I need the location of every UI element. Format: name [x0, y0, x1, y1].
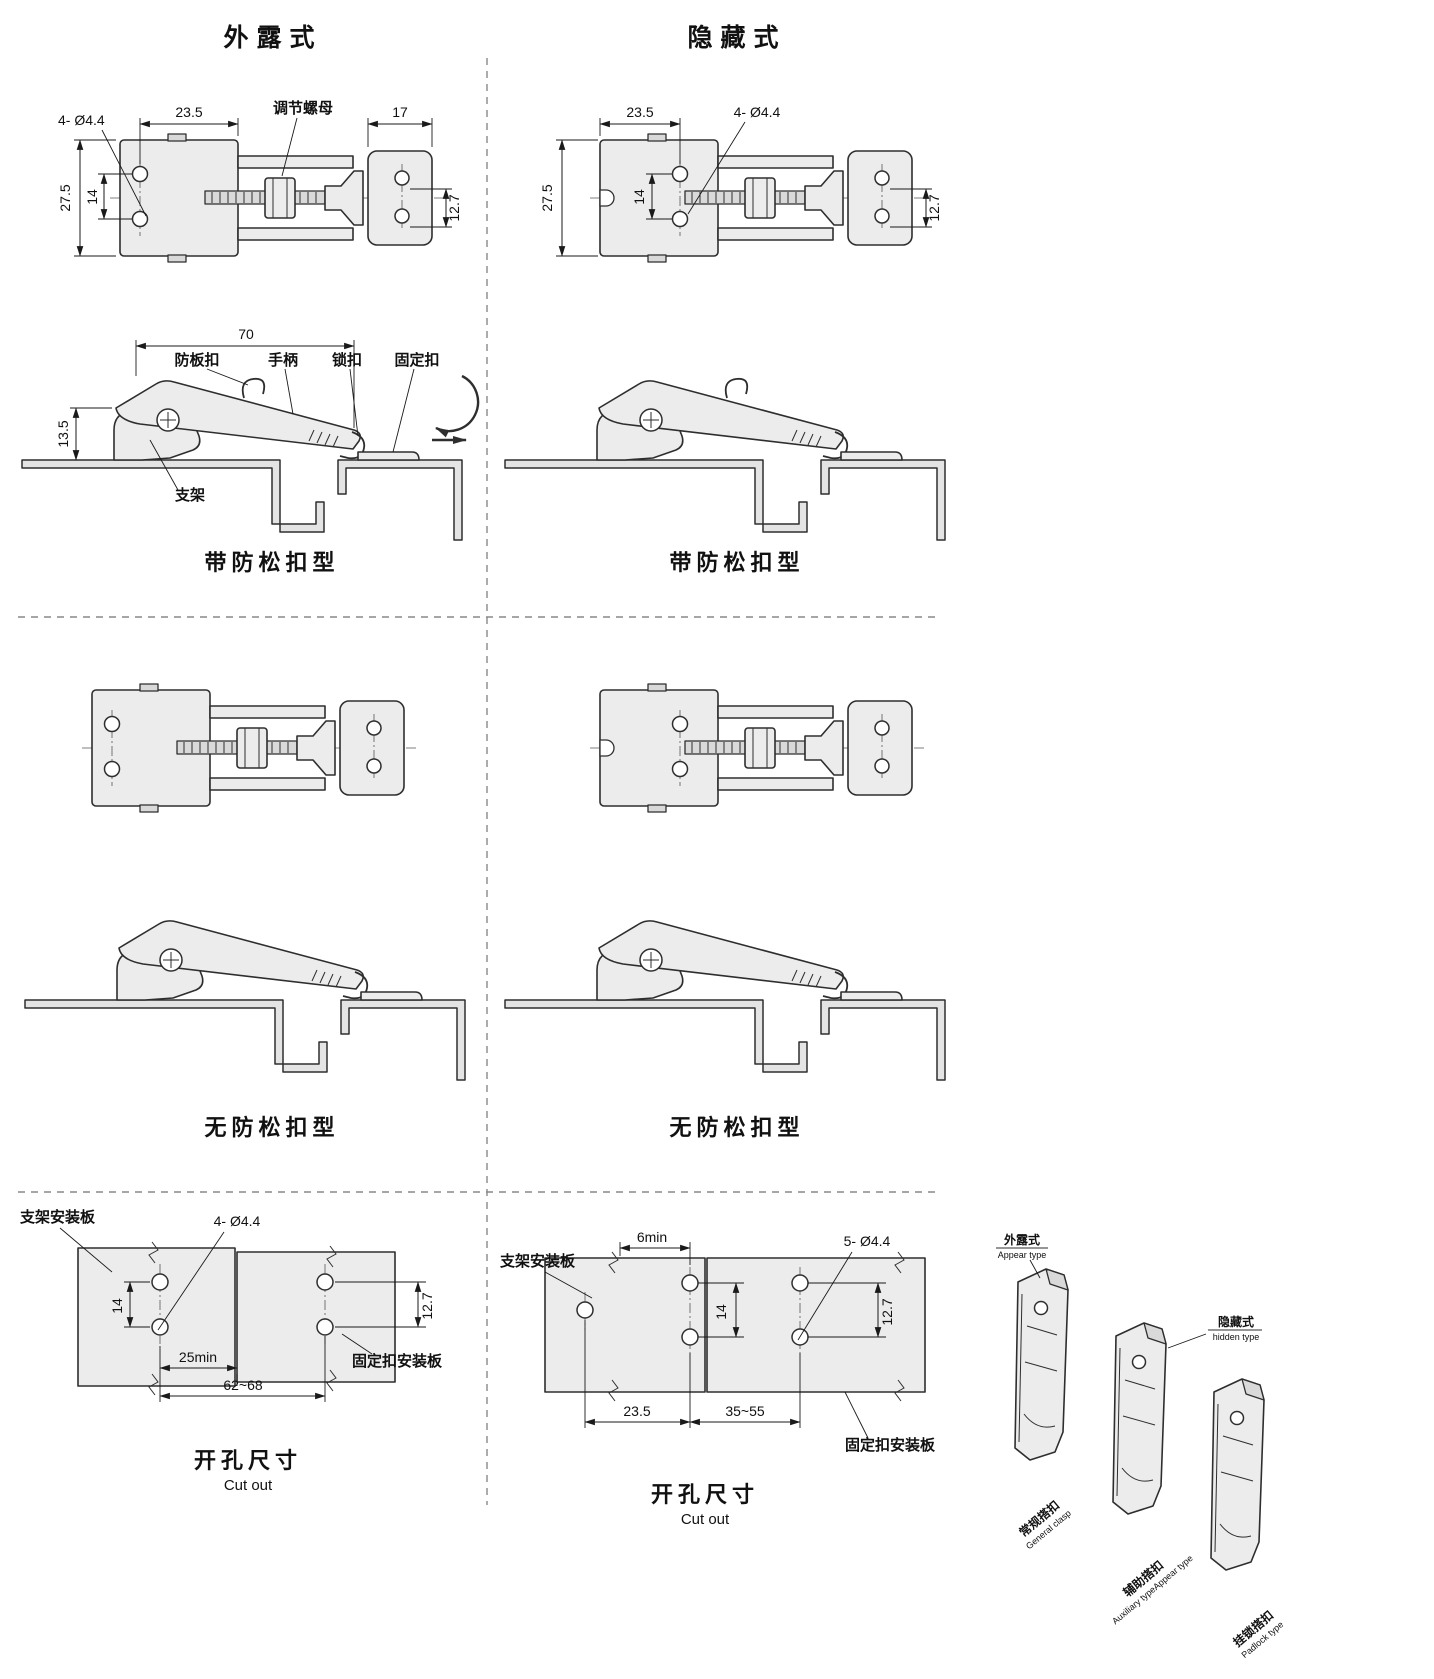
label-anti-rattle: 防板扣 — [174, 351, 219, 369]
dim-25min: 25min — [179, 1349, 217, 1365]
side-view-exposed-plain — [24, 919, 466, 1081]
header-hidden: 隐藏式 — [687, 24, 786, 52]
label-general-clasp: 常规搭扣 General clasp — [1016, 1497, 1073, 1551]
cutout-exposed: 支架安装板 4- Ø4.4 14 12.7 25min 62~68 固定扣安装板 — [19, 1208, 443, 1494]
dim-14: 14 — [713, 1304, 729, 1320]
side-view-hidden-plain — [504, 919, 946, 1081]
dim-23-5: 23.5 — [626, 104, 653, 120]
rotate-arrow — [435, 374, 480, 438]
dim-width-23-5: 23.5 — [139, 104, 239, 164]
cutout-hidden: 支架安装板 6min 5- Ø4.4 14 12.7 23.5 — [499, 1229, 936, 1528]
caption-cutout-en-right: Cut out — [681, 1511, 730, 1528]
plan-view-hidden-locking: 23.5 4- Ø4.4 27.5 14 12.7 — [539, 104, 942, 262]
callout-holes: 4- Ø4.4 — [58, 112, 147, 217]
dim-35-55: 35~55 — [725, 1403, 765, 1419]
dim-13-5: 13.5 — [55, 420, 71, 447]
plan-view-exposed-locking: 23.5 4- Ø4.4 调节螺母 17 27.5 14 — [57, 99, 462, 262]
iso-latch-general — [1014, 1268, 1069, 1461]
dim-62-68: 62~68 — [223, 1377, 263, 1393]
dim-height-14: 14 — [84, 173, 132, 220]
label-iso-hidden-cn: 隐藏式 — [1218, 1314, 1254, 1329]
bracket-mount-plate — [544, 1257, 706, 1393]
label-4-holes: 4- Ø4.4 — [58, 112, 105, 128]
label-auxiliary-clasp: 辅助搭扣 Auxiliary typeAppear type — [1110, 1553, 1195, 1626]
label-fixed-plate: 固定扣安装板 — [352, 1352, 443, 1370]
dim-12-7: 12.7 — [879, 1298, 895, 1325]
label-lock-catch: 锁扣 — [332, 351, 362, 369]
side-view-exposed-locking: 70 防板扣 手柄 锁扣 固定扣 13.5 支架 — [22, 326, 480, 540]
label-bracket: 支架 — [174, 486, 205, 504]
dim-12-7: 12.7 — [926, 194, 942, 221]
dim-12-7: 12.7 — [419, 1292, 435, 1319]
plan-view-hidden-plain — [590, 684, 925, 812]
caption-cutout-cn-left: 开孔尺寸 — [194, 1448, 302, 1473]
caption-without-lock-right: 无防松扣型 — [669, 1115, 804, 1140]
label-5-holes: 5- Ø4.4 — [844, 1233, 891, 1249]
label-fixed-plate: 固定扣安装板 — [845, 1436, 936, 1454]
dim-23-5: 23.5 — [175, 104, 202, 120]
catch-mount-plate — [706, 1257, 926, 1393]
dim-width-23-5: 23.5 — [599, 104, 681, 164]
dim-height-14: 14 — [109, 1281, 150, 1328]
label-4-holes: 4- Ø4.4 — [734, 104, 781, 120]
label-iso-exposed-cn: 外露式 — [1004, 1232, 1040, 1247]
iso-latch-padlock — [1210, 1378, 1265, 1571]
dim-height-13-5: 13.5 — [55, 407, 112, 461]
caption-without-lock-left: 无防松扣型 — [204, 1115, 339, 1140]
dim-27-5: 27.5 — [57, 184, 73, 211]
dim-width-17: 17 — [367, 104, 433, 147]
label-iso-exposed-en: Appear type — [998, 1250, 1047, 1260]
iso-latch-auxiliary — [1112, 1322, 1167, 1515]
dim-62-68: 62~68 — [159, 1336, 326, 1402]
dim-23-5: 23.5 — [623, 1403, 650, 1419]
catch-mount-plate — [236, 1251, 396, 1383]
label-fixed-catch: 固定扣 — [394, 351, 439, 369]
dim-height-12-7: 12.7 — [335, 1281, 435, 1328]
dim-6min: 6min — [637, 1229, 667, 1245]
label-iso-hidden-en: hidden type — [1213, 1332, 1260, 1342]
dim-70: 70 — [238, 326, 254, 342]
dim-14: 14 — [84, 189, 100, 205]
label-adjusting-nut: 调节螺母 — [273, 99, 333, 117]
side-view-hidden-locking — [505, 379, 945, 540]
callout-adjusting-nut: 调节螺母 — [273, 99, 333, 177]
label-4-holes: 4- Ø4.4 — [214, 1213, 261, 1229]
dim-6min: 6min — [619, 1229, 691, 1265]
label-padlock-clasp: 挂锁搭扣 Padlock type — [1230, 1607, 1285, 1660]
dim-14: 14 — [109, 1298, 125, 1314]
dim-height-27-5: 27.5 — [57, 139, 116, 257]
dim-27-5: 27.5 — [539, 184, 555, 211]
label-bracket-plate: 支架安装板 — [19, 1208, 96, 1226]
caption-cutout-en-left: Cut out — [224, 1477, 273, 1494]
plan-view-exposed-plain — [82, 684, 417, 812]
header-exposed: 外露式 — [223, 23, 322, 52]
dim-12-7: 12.7 — [446, 194, 462, 221]
dim-25min: 25min — [159, 1346, 238, 1402]
dim-height-14: 14 — [631, 173, 672, 220]
dim-23-5: 23.5 — [584, 1320, 691, 1428]
bracket-mount-plate — [77, 1247, 236, 1387]
dim-height-12-7: 12.7 — [890, 188, 942, 228]
dim-height-12-7: 12.7 — [808, 1282, 895, 1338]
dim-35-55: 35~55 — [689, 1353, 801, 1428]
dim-14: 14 — [631, 189, 647, 205]
dim-length-70: 70 — [135, 326, 355, 428]
dim-height-27-5: 27.5 — [539, 139, 598, 257]
iso-views: 外露式 Appear type 隐藏式 hidden type 常规搭扣 Gen… — [996, 1232, 1285, 1660]
label-handle: 手柄 — [268, 351, 298, 369]
caption-with-lock-right: 带防松扣型 — [669, 550, 804, 575]
caption-with-lock-left: 带防松扣型 — [204, 550, 339, 575]
dim-height-12-7: 12.7 — [410, 188, 462, 228]
label-bracket-plate: 支架安装板 — [499, 1252, 576, 1270]
dim-17: 17 — [392, 104, 408, 120]
callout-holes: 4- Ø4.4 — [687, 104, 781, 215]
dim-height-14: 14 — [698, 1282, 744, 1338]
caption-cutout-cn-right: 开孔尺寸 — [651, 1482, 759, 1507]
